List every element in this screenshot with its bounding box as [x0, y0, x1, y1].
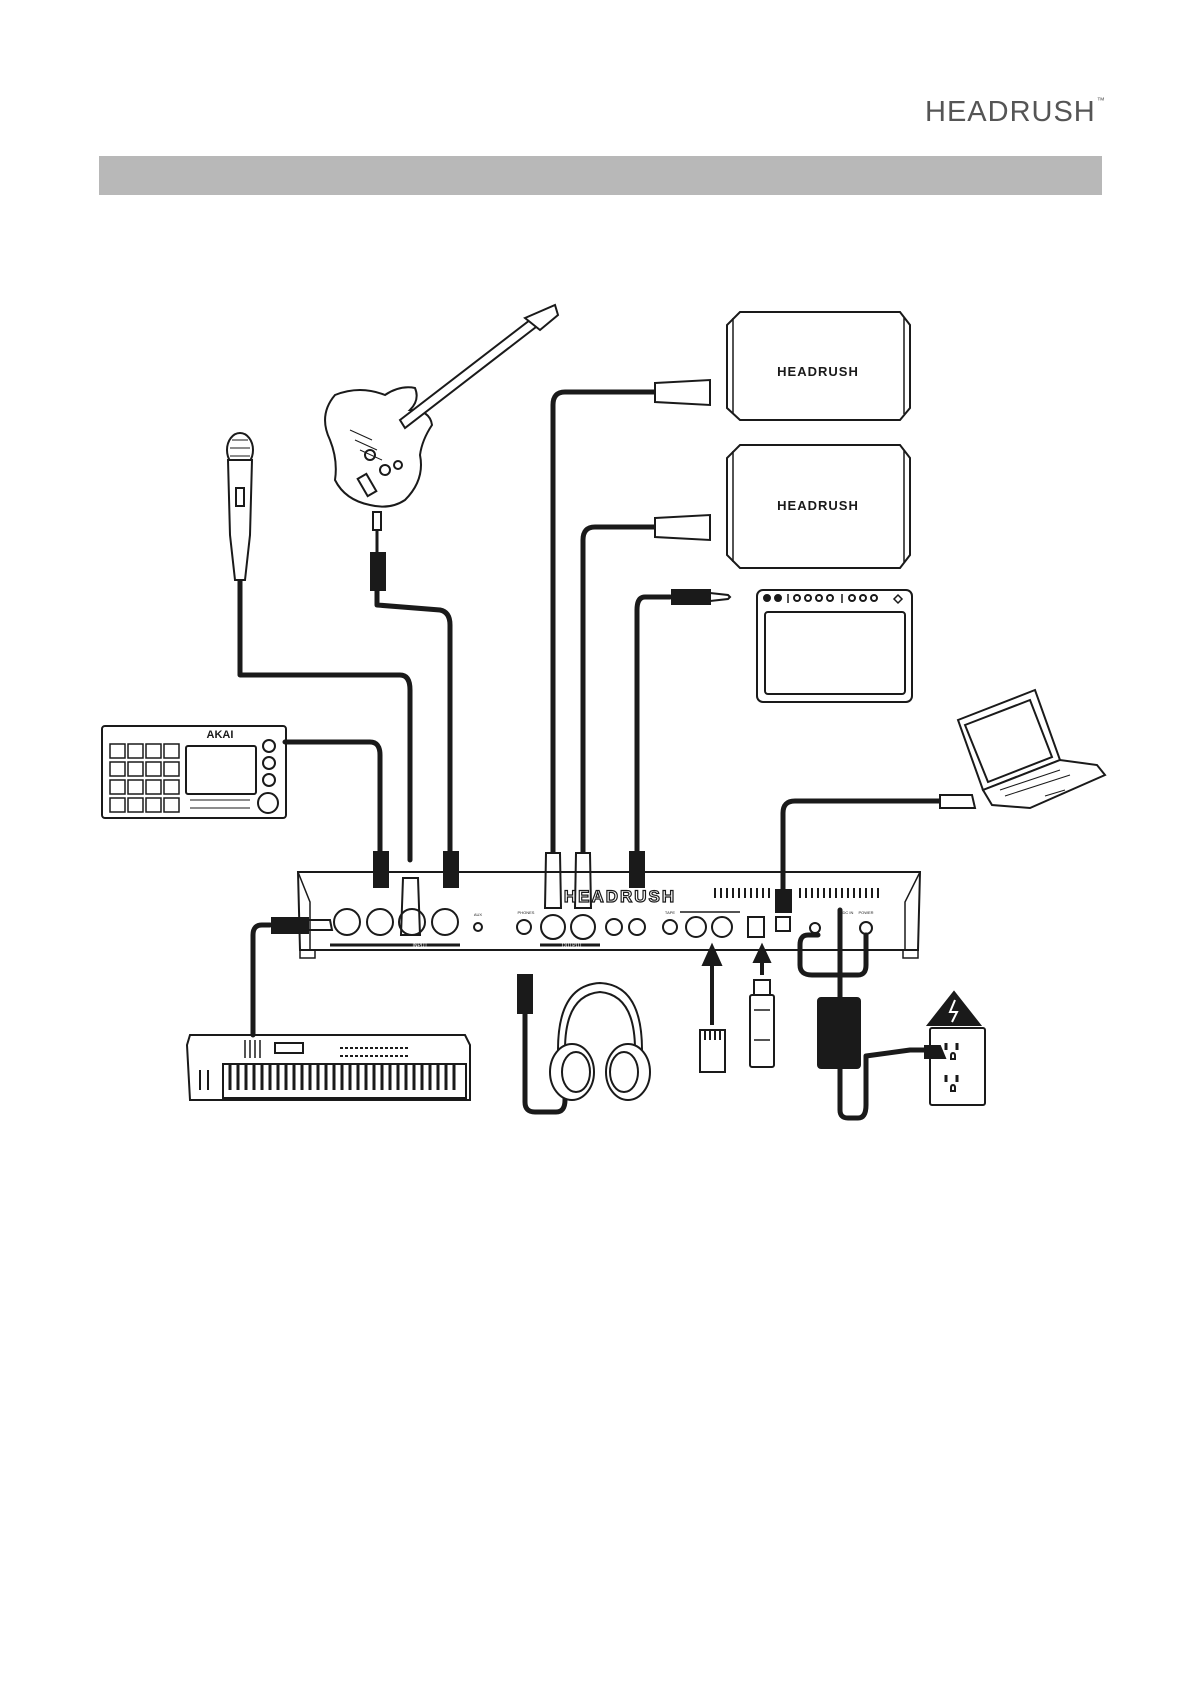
sampler-logo: AKAI: [207, 729, 234, 741]
sampler-cable: [285, 742, 380, 855]
sampler-pads: [110, 744, 179, 812]
plugs: [272, 553, 860, 1068]
laptop-plug-bottom: [776, 890, 791, 912]
guitar-jack-plug: [373, 512, 381, 530]
rear-panel: [298, 872, 920, 958]
laptop-usb-plug: [940, 795, 975, 808]
input-label: INPUT: [413, 943, 428, 949]
keyboard-plug: [272, 918, 308, 933]
guitar-amp-icon: [757, 590, 912, 702]
speaker-bottom-logo: HEADRUSH: [777, 498, 859, 513]
headphones-icon: [550, 983, 650, 1100]
speaker-top-xlr-end: [655, 380, 710, 405]
amp-plug-top: [672, 590, 710, 604]
power-brick: [818, 998, 860, 1068]
mic-xlr-plug: [401, 878, 420, 935]
usb-stick-icon: [750, 945, 774, 1067]
midi-keyboard-icon: [187, 1035, 470, 1100]
speaker-bottom-cable: [583, 527, 655, 855]
aux-label: AUX: [474, 912, 483, 917]
amp-plug-bottom: [630, 852, 644, 887]
speaker-top-logo: HEADRUSH: [777, 364, 859, 379]
wall-outlet-icon: [925, 1028, 985, 1105]
amp-cable: [637, 597, 670, 855]
guitar-plug-bottom: [444, 852, 458, 887]
speaker-bottom-xlr-end: [655, 515, 710, 540]
dc-cable: [800, 935, 866, 975]
phones-label: PHONES: [518, 910, 535, 915]
amp-tip: [710, 593, 730, 601]
guitar-plug-top: [371, 553, 385, 590]
power-label: POWER: [858, 910, 873, 915]
guitar-cable: [377, 590, 450, 855]
sampler-icon: [102, 726, 286, 818]
speaker-top-cable: [553, 392, 655, 855]
warning-icon: [928, 992, 980, 1025]
laptop-cable: [783, 801, 940, 895]
guitar-icon: [325, 305, 558, 553]
tape-label: TAPE: [665, 910, 675, 915]
laptop-icon: [958, 690, 1105, 808]
keyboard-cable: [253, 925, 270, 1035]
headphone-plug: [518, 975, 532, 1013]
keyboard-jack: [308, 920, 332, 930]
sd-card-icon: [700, 945, 725, 1072]
microphone-icon: [227, 433, 253, 580]
output-label: OUTPUT: [562, 943, 583, 949]
sampler-plug: [374, 852, 388, 887]
dc-in-label: DC IN: [843, 910, 854, 915]
speaker-top-xlr-plug: [545, 853, 561, 908]
rear-panel-logo: HEADRUSH: [564, 887, 676, 906]
